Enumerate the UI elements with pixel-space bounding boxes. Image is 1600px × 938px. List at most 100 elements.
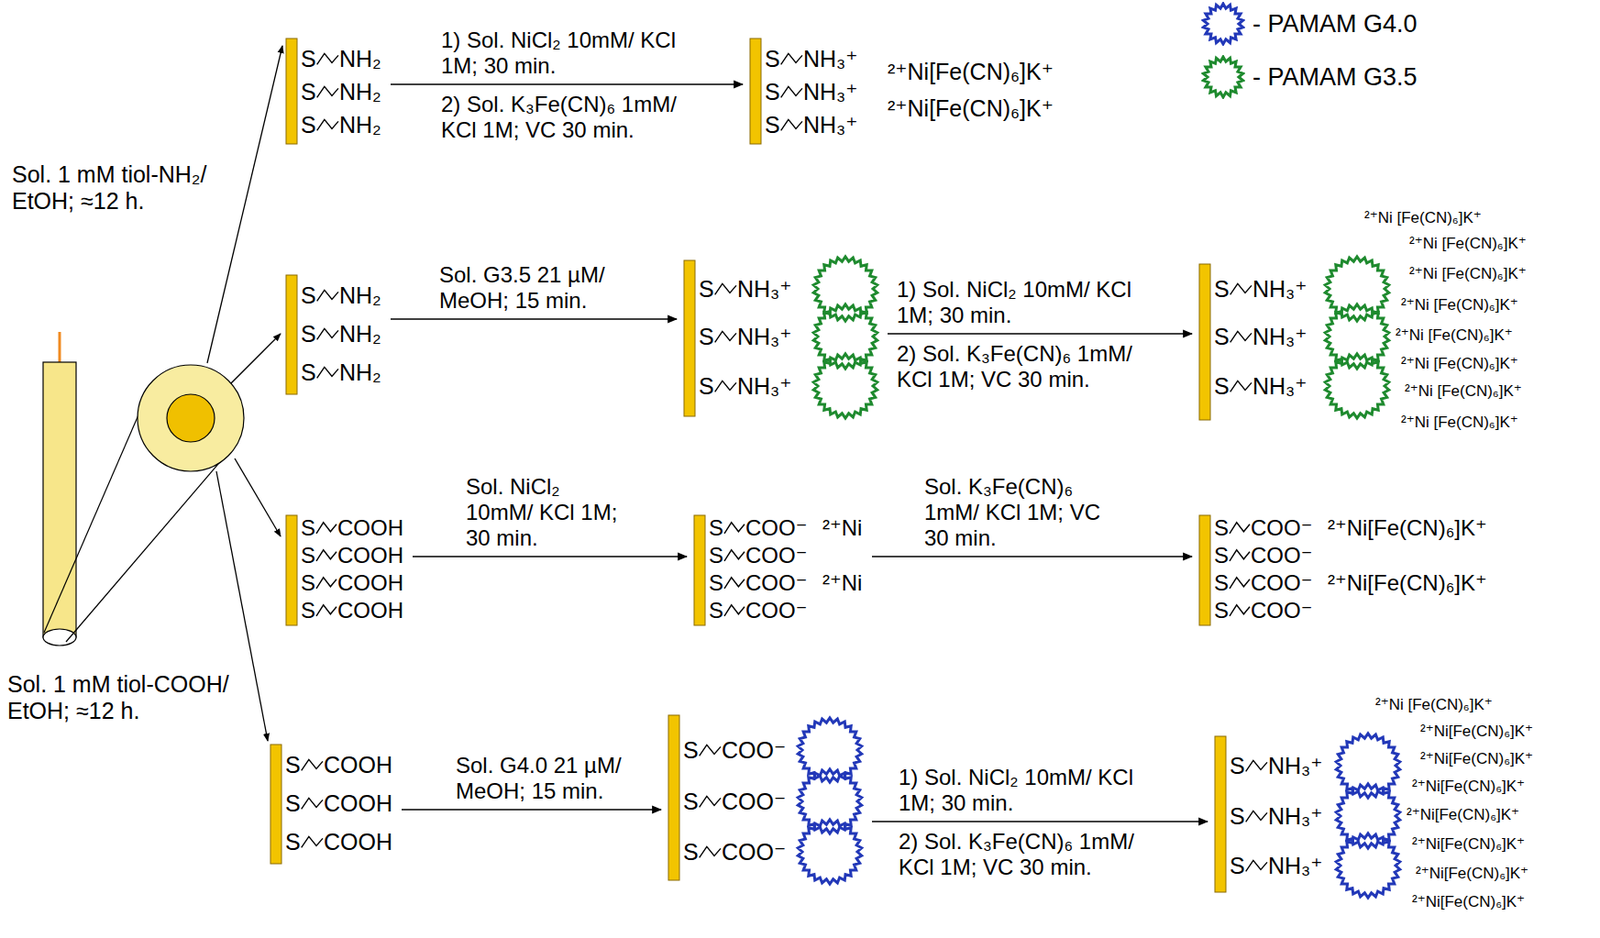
terminal-group: NH₃⁺ (737, 373, 793, 400)
process-arrow (231, 333, 281, 384)
terminal-group: COOH (323, 828, 393, 856)
sulfur-atom: S (698, 275, 715, 303)
surface-node: SNH₃⁺SNH₃⁺SNH₃⁺ (684, 260, 883, 421)
dendrimer-symbol (797, 819, 861, 884)
gold-surface (1199, 264, 1211, 420)
dendrimer-symbol (1324, 353, 1389, 419)
sulfur-atom: S (698, 373, 715, 400)
sulfur-atom: S (683, 838, 699, 866)
sulfur-atom: S (300, 515, 316, 541)
reagent-label: Sol. K₃Fe(CN)₆ 1mM/ KCl 1M; VC 30 min. (924, 474, 1131, 552)
step-label: Sol. 1 mM tiol-NH₂/ EtOH; ≈12 h. (11, 161, 253, 216)
legend-item: - PAMAM G4.0 (1201, 1, 1418, 46)
terminal-group: COO⁻ (745, 597, 807, 624)
dendrimer-symbol (1202, 3, 1243, 45)
sulfur-atom: S (1229, 803, 1246, 830)
process-arrow (871, 555, 1192, 558)
complex-label: ²⁺Ni[Fe(CN)₆]K⁺ (1412, 893, 1525, 912)
alkyl-chain (317, 366, 339, 378)
surface-node: SNH₃⁺SNH₃⁺SNH₃⁺²⁺Ni[Fe(CN)₆]K⁺²⁺Ni[Fe(CN… (750, 38, 1058, 146)
sulfur-atom: S (285, 751, 301, 779)
complex-label: ²⁺Ni [Fe(CN)₆]K⁺ (1404, 382, 1523, 401)
sulfur-atom: S (683, 788, 699, 816)
alkyl-chain (1246, 860, 1268, 872)
reagent-label: 2) Sol. K₃Fe(CN)₆ 1mM/ KCl 1M; VC 30 min… (896, 341, 1172, 393)
sulfur-atom: S (764, 78, 781, 106)
alkyl-chain (316, 577, 337, 589)
sulfur-atom: S (1213, 373, 1230, 400)
process-arrow (871, 820, 1208, 823)
reagent-label: Sol. G3.5 21 µM/ MeOH; 15 min. (439, 262, 669, 314)
complex-label: ²⁺Ni[Fe(CN)₆]K⁺ (1420, 722, 1534, 741)
reagent-label: Sol. G4.0 21 µM/ MeOH; 15 min. (455, 752, 667, 805)
gold-surface (286, 515, 298, 626)
gold-surface (684, 260, 696, 417)
complex-label: ²⁺Ni[Fe(CN)₆]K⁺ (1327, 570, 1488, 596)
terminal-group: COO⁻ (1250, 542, 1313, 569)
sulfur-atom: S (300, 45, 317, 73)
terminal-group: NH₃⁺ (1252, 373, 1308, 400)
reagent-label: 1) Sol. NiCl₂ 10mM/ KCl 1M; 30 min. (441, 27, 707, 79)
sulfur-atom: S (300, 359, 317, 387)
alkyl-chain (724, 522, 745, 534)
complex-label: ²⁺Ni [Fe(CN)₆]K⁺ (1409, 264, 1527, 284)
sulfur-atom: S (300, 542, 316, 569)
gold-surface (750, 38, 762, 144)
terminal-group: COO⁻ (721, 788, 786, 816)
sulfur-atom: S (764, 111, 781, 139)
complex-label: ²⁺Ni [Fe(CN)₆]K⁺ (1401, 296, 1519, 315)
reagent-label: 1) Sol. NiCl₂ 10mM/ KCl 1M; 30 min. (896, 276, 1172, 329)
terminal-group: NH₂ (339, 111, 382, 139)
gold-surface (1199, 515, 1211, 626)
terminal-group: COO⁻ (745, 542, 807, 569)
terminal-group: NH₃⁺ (803, 111, 859, 139)
surface-drawing (750, 38, 1058, 146)
surface-node: SNH₃⁺SNH₃⁺SNH₃⁺²⁺Ni [Fe(CN)₆]K⁺²⁺Ni[Fe(C… (1214, 695, 1538, 914)
alkyl-chain (317, 119, 339, 131)
complex-label: ²⁺Ni[Fe(CN)₆]K⁺ (1412, 835, 1525, 854)
alkyl-chain (715, 331, 737, 343)
dendrimer-symbol (1335, 783, 1400, 849)
sulfur-atom: S (1213, 323, 1230, 351)
surface-node: SCOO⁻SCOO⁻SCOO⁻ (668, 715, 867, 887)
alkyl-chain (699, 795, 721, 807)
alkyl-chain (1230, 331, 1252, 343)
complex-label: ²⁺Ni[Fe(CN)₆]K⁺ (887, 95, 1054, 122)
terminal-group: COO⁻ (1250, 570, 1313, 596)
complex-label: ²⁺Ni [Fe(CN)₆]K⁺ (1409, 234, 1527, 254)
surface-node: SCOOHSCOOHSCOOHSCOOH (286, 515, 408, 628)
complex-label: ²⁺Ni [Fe(CN)₆]K⁺ (1364, 209, 1482, 228)
legend-text: - PAMAM G4.0 (1252, 10, 1418, 39)
terminal-group: NH₃⁺ (1268, 803, 1324, 830)
alkyl-chain (316, 522, 337, 534)
alkyl-chain (301, 836, 323, 848)
gold-surface (1214, 736, 1226, 893)
complex-label: ²⁺Ni[Fe(CN)₆]K⁺ (1420, 750, 1534, 769)
terminal-group: NH₂ (339, 45, 382, 73)
sulfur-atom: S (1213, 275, 1230, 303)
reagent-label: 1) Sol. NiCl₂ 10mM/ KCl 1M; 30 min. (898, 764, 1174, 817)
surface-node: SNH₂SNH₂SNH₂ (286, 275, 386, 397)
alkyl-chain (715, 283, 737, 295)
sulfur-atom: S (683, 737, 699, 764)
alkyl-chain (301, 759, 323, 771)
electrode-tip (43, 628, 77, 646)
gold-surface (270, 744, 282, 864)
sulfur-atom: S (300, 320, 317, 348)
complex-label: ²⁺Ni [Fe(CN)₆]K⁺ (1401, 354, 1519, 374)
terminal-group: NH₂ (339, 359, 382, 387)
sulfur-atom: S (300, 282, 317, 309)
terminal-group: COO⁻ (1250, 515, 1313, 541)
terminal-group: NH₃⁺ (737, 275, 793, 303)
gold-surface (286, 38, 298, 144)
zoom-line (66, 451, 230, 642)
dendrimer-symbol (1335, 733, 1400, 798)
sulfur-atom: S (300, 111, 317, 139)
electrode-face (137, 364, 244, 472)
terminal-group: NH₃⁺ (1252, 323, 1308, 351)
gold-surface (286, 275, 298, 395)
zoom-line (44, 383, 153, 633)
sulfur-atom: S (285, 828, 301, 856)
gold-surface (668, 715, 680, 881)
dendrimer-symbol (1324, 304, 1389, 369)
